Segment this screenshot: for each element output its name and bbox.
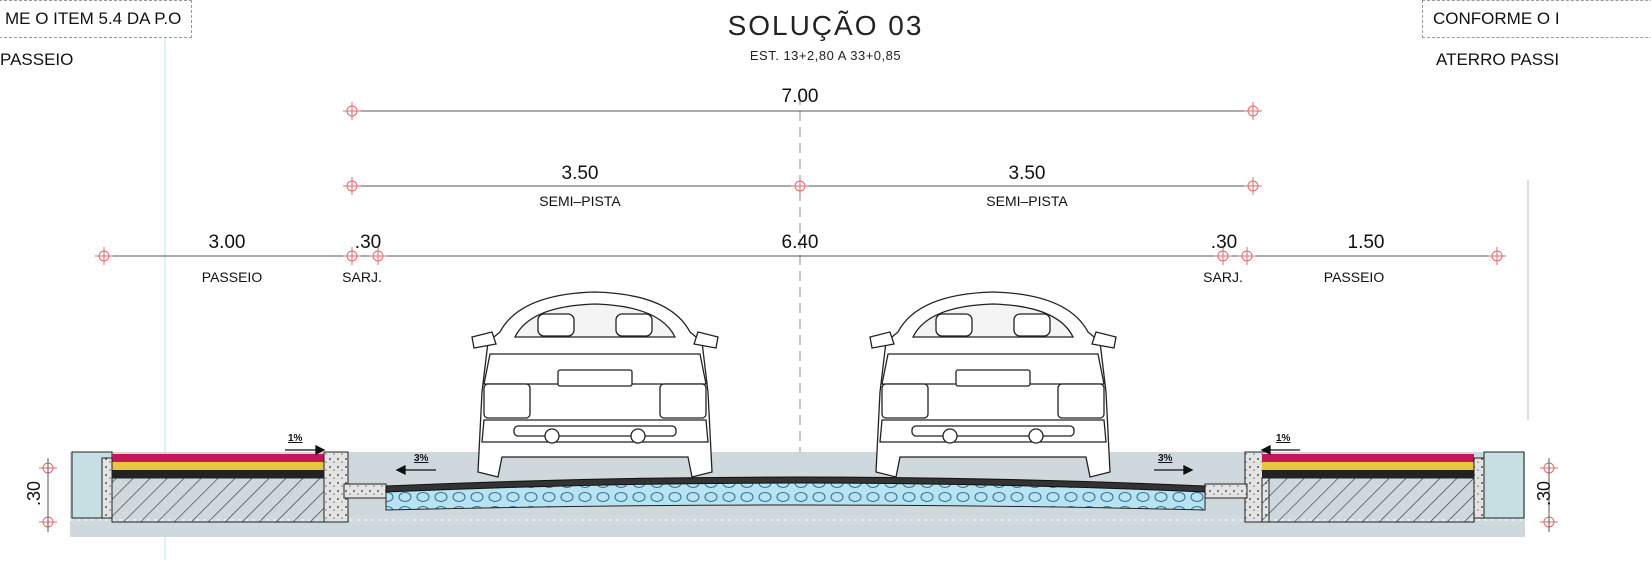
left-gutter [343, 483, 387, 499]
dim-height-left: .30 [24, 480, 45, 507]
dim-pista: 6.40 [781, 232, 819, 253]
right-note-line2: ATERRO PASSI [1436, 50, 1560, 69]
dim-passeio-left: 3.00 [208, 232, 246, 253]
slope-road-left: 3% [414, 453, 429, 464]
drawing-title: SOLUÇÃO 03 [727, 10, 924, 41]
label-semi-right: SEMI–PISTA [986, 193, 1068, 209]
label-sarj-left: SARJ. [342, 269, 382, 285]
left-note-line2: PASSEIO [0, 50, 74, 69]
right-note-box: CONFORME O I [1422, 0, 1651, 38]
right-sidewalk [1244, 451, 1525, 523]
right-note-text: CONFORME O I [1433, 9, 1560, 28]
dim-sarj-right: .30 [1210, 232, 1238, 253]
dim-semi-right: 3.50 [1008, 163, 1046, 184]
dim-height-right: .30 [1534, 480, 1555, 507]
dim-semi-left: 3.50 [561, 163, 599, 184]
dim-passeio-right: 1.50 [1347, 232, 1385, 253]
drawing-subtitle: EST. 13+2,80 A 33+0,85 [749, 48, 902, 63]
label-passeio-left: PASSEIO [201, 269, 263, 285]
label-passeio-right: PASSEIO [1323, 269, 1385, 285]
label-semi-left: SEMI–PISTA [539, 193, 621, 209]
left-note-text: ME O ITEM 5.4 DA P.O [5, 9, 182, 28]
road-pavement [385, 476, 1206, 493]
slope-road-right: 3% [1158, 453, 1173, 464]
dim-total: 7.00 [781, 86, 819, 107]
left-sidewalk [71, 451, 349, 523]
label-sarj-right: SARJ. [1203, 269, 1243, 285]
car-rear-view-right [869, 291, 1117, 478]
slope-sidewalk-right: 1% [1276, 433, 1291, 444]
car-rear-view-left [471, 291, 719, 478]
dim-sarj-left: .30 [354, 232, 382, 253]
right-gutter [1204, 483, 1248, 499]
left-note-box: ME O ITEM 5.4 DA P.O [0, 0, 193, 38]
slope-sidewalk-left: 1% [288, 433, 303, 444]
